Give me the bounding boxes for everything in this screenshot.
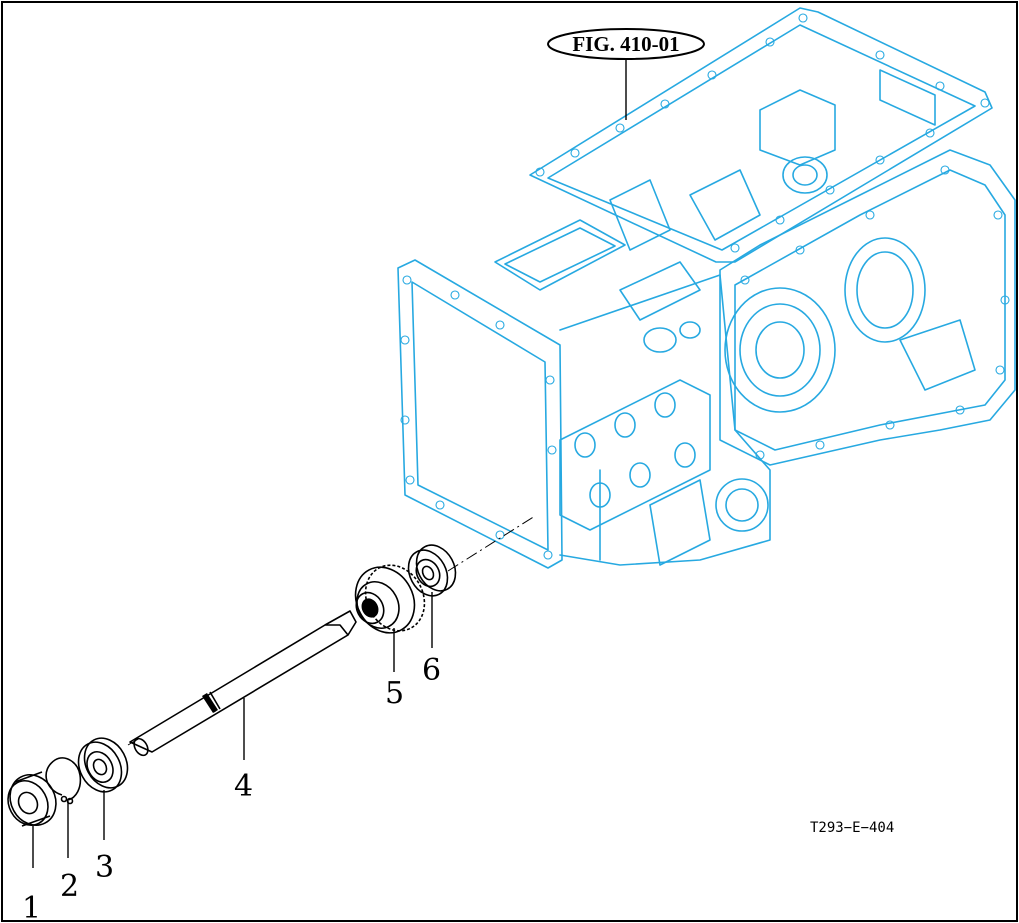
transmission-housing (397, 7, 1016, 569)
shaft (129, 610, 357, 757)
callout-5: 5 (385, 676, 404, 711)
callout-3: 3 (95, 850, 114, 885)
figure-reference-badge[interactable]: FIG. 410-01 (547, 28, 705, 60)
callout-1: 1 (22, 891, 41, 923)
ball-bearing-front (77, 737, 129, 793)
ball-bearing-rear (407, 544, 457, 597)
oil-seal (7, 771, 57, 827)
figure-reference-label: FIG. 410-01 (572, 32, 679, 56)
callout-4: 4 (234, 769, 253, 804)
callout-2: 2 (60, 869, 79, 904)
snap-ring (45, 757, 82, 805)
drawing-code: T293−E−404 (810, 820, 894, 836)
callout-6: 6 (422, 653, 441, 688)
gear (354, 564, 426, 634)
shaft-assembly (7, 55, 627, 868)
